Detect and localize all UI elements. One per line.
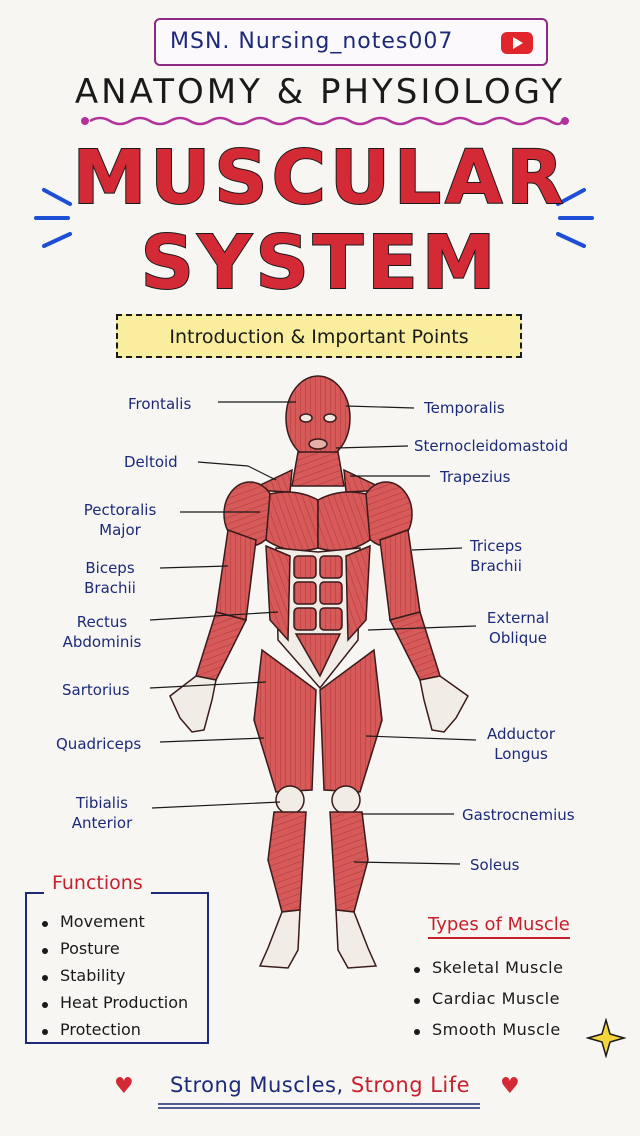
footer-underline (158, 1103, 480, 1109)
subtitle: ANATOMY & PHYSIOLOGY (74, 72, 566, 112)
footer-part2: Strong Life (350, 1073, 471, 1097)
label-trapezius: Trapezius (440, 468, 511, 486)
heart-icon: ♥ (114, 1074, 134, 1099)
label-adductor-longus: Adductor Longus (478, 724, 564, 764)
label-biceps-brachii: Biceps Brachii (70, 558, 150, 598)
intro-banner: Introduction & Important Points (116, 314, 522, 358)
sparkle-icon (586, 1018, 626, 1058)
brand-text: MSN. Nursing_notes007 (170, 29, 454, 54)
label-adductor-longus-line1: Adductor (486, 725, 556, 743)
label-external-oblique-line2: Oblique (489, 629, 547, 647)
label-pectoralis-major: Pectoralis Major (72, 500, 168, 540)
label-frontalis: Frontalis (128, 395, 192, 413)
footer-slogan: Strong Muscles, Strong Life (0, 1073, 640, 1097)
label-rectus-abdominis-line1: Rectus (76, 613, 128, 631)
label-triceps-brachii-line2: Brachii (470, 557, 522, 575)
label-triceps-brachii: Triceps Brachii (456, 536, 536, 576)
heart-icon: ♥ (500, 1074, 520, 1099)
list-item: Heat Production (38, 993, 188, 1020)
label-biceps-brachii-line2: Brachii (84, 579, 136, 597)
brand-box: MSN. Nursing_notes007 (154, 18, 548, 66)
label-deltoid: Deltoid (124, 453, 178, 471)
label-pectoralis-major-line2: Major (99, 521, 141, 539)
label-tibialis-anterior: Tibialis Anterior (60, 793, 144, 833)
list-item: Skeletal Muscle (410, 958, 563, 989)
label-sartorius: Sartorius (62, 681, 130, 699)
title-line-2: SYSTEM (140, 219, 500, 307)
emphasis-marks-right (556, 188, 594, 248)
functions-list: Movement Posture Stability Heat Producti… (38, 912, 188, 1047)
intro-text: Introduction & Important Points (169, 326, 469, 348)
types-title: Types of Muscle (428, 914, 570, 939)
list-item: Protection (38, 1020, 188, 1047)
youtube-icon (501, 32, 533, 54)
label-adductor-longus-line2: Longus (494, 745, 548, 763)
label-quadriceps: Quadriceps (56, 735, 142, 753)
label-tibialis-anterior-line2: Anterior (71, 814, 133, 832)
decorative-wave (81, 116, 569, 126)
list-item: Smooth Muscle (410, 1020, 563, 1051)
functions-title: Functions (44, 872, 151, 894)
label-temporalis: Temporalis (424, 399, 505, 417)
label-soleus: Soleus (470, 856, 520, 874)
footer-part1: Strong Muscles, (169, 1073, 344, 1097)
title-line-1: MUSCULAR (72, 134, 568, 222)
label-external-oblique: External Oblique (478, 608, 558, 648)
label-pectoralis-major-line1: Pectoralis (83, 501, 157, 519)
label-triceps-brachii-line1: Triceps (469, 537, 523, 555)
label-gastrocnemius: Gastrocnemius (462, 806, 575, 824)
list-item: Stability (38, 966, 188, 993)
list-item: Posture (38, 939, 188, 966)
label-tibialis-anterior-line1: Tibialis (76, 794, 128, 812)
label-rectus-abdominis-line2: Abdominis (62, 633, 142, 651)
list-item: Movement (38, 912, 188, 939)
types-list: Skeletal Muscle Cardiac Muscle Smooth Mu… (410, 958, 563, 1051)
emphasis-marks-left (34, 188, 72, 248)
list-item: Cardiac Muscle (410, 989, 563, 1020)
label-rectus-abdominis: Rectus Abdominis (58, 612, 146, 652)
label-external-oblique-line1: External (486, 609, 550, 627)
label-biceps-brachii-line1: Biceps (85, 559, 135, 577)
label-sternocleidomastoid: Sternocleidomastoid (414, 437, 569, 455)
